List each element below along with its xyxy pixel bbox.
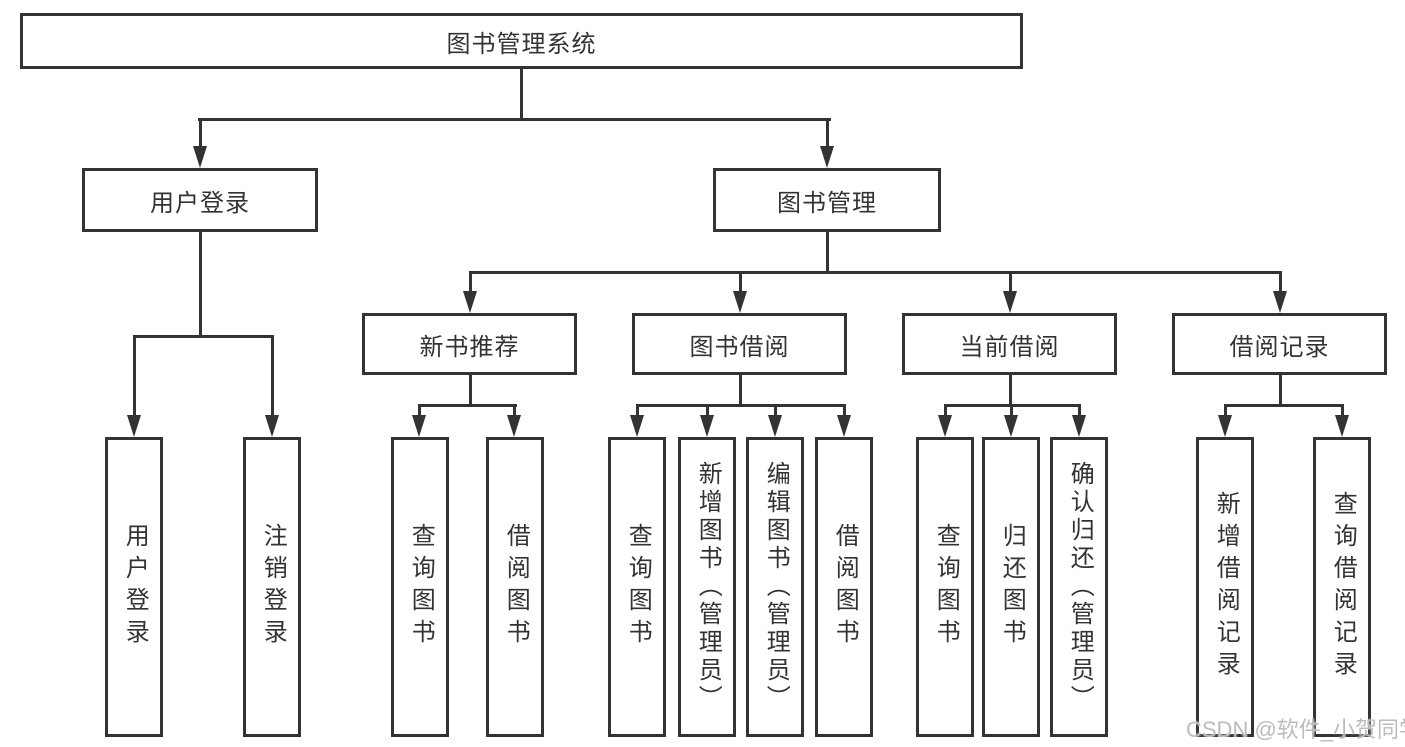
leaf-edit-book-admin: 编辑图书（管理员） <box>746 437 804 737</box>
leaf-confirm-return-admin: 确认归还（管理员） <box>1050 437 1108 737</box>
leaf-query-borrow-record: 查询借阅记录 <box>1313 437 1371 737</box>
leaf-borrow-books: 借阅图书 <box>815 437 873 737</box>
connector-borrow-records-bar <box>1224 404 1344 407</box>
connector-book-borrow-bar <box>636 404 846 407</box>
arrowhead-query-book-1-icon <box>412 415 426 437</box>
connector-drop-new-book <box>469 271 472 293</box>
leaf-query-borrow-record-label: 查询借阅记录 <box>1329 491 1357 683</box>
node-book-management: 图书管理 <box>713 168 941 232</box>
node-library-management-system: 图书管理系统 <box>20 13 1023 69</box>
arrowhead-user-login-icon <box>193 146 207 168</box>
connector-user-login-stem <box>199 232 202 338</box>
connector-level1-bar <box>198 118 831 121</box>
connector-drop-query-book-1 <box>418 404 421 418</box>
connector-drop-add-book <box>706 404 709 418</box>
arrowhead-confirm-return-icon <box>1072 415 1086 437</box>
leaf-borrow-books-new-label: 借阅图书 <box>502 523 530 651</box>
connector-drop-book-borrow <box>739 271 742 293</box>
leaf-user-login: 用户登录 <box>105 437 163 737</box>
arrowhead-book-management-icon <box>820 146 834 168</box>
arrowhead-query-book-2-icon <box>630 415 644 437</box>
csdn-watermark: CSDN @软件_小贺同学 <box>1186 717 1405 742</box>
arrowhead-leaf-logout-icon <box>265 415 279 437</box>
connector-new-book-bar <box>418 404 517 407</box>
leaf-user-login-label: 用户登录 <box>121 523 149 651</box>
connector-user-login-bar <box>133 335 274 338</box>
node-current-borrowing-label: 当前借阅 <box>959 333 1060 361</box>
connector-borrow-records-stem <box>1279 375 1282 407</box>
arrowhead-return-book-icon <box>1004 415 1018 437</box>
leaf-query-books-borrow: 查询图书 <box>608 437 666 737</box>
connector-drop-leaf-user-login <box>133 335 136 417</box>
node-new-book-recommendation-label: 新书推荐 <box>419 333 520 361</box>
arrowhead-add-book-icon <box>700 415 714 437</box>
node-borrowing-records-label: 借阅记录 <box>1229 333 1330 361</box>
connector-book-management-bar <box>469 271 1282 274</box>
connector-drop-edit-book <box>774 404 777 418</box>
leaf-edit-book-admin-label: 编辑图书（管理员） <box>762 461 790 713</box>
connector-drop-borrow-book-2 <box>843 404 846 418</box>
leaf-query-books-new-label: 查询图书 <box>407 523 435 651</box>
arrowhead-edit-book-icon <box>768 415 782 437</box>
node-book-borrowing: 图书借阅 <box>632 313 847 375</box>
arrowhead-current-borrow-icon <box>1003 291 1017 313</box>
arrowhead-leaf-user-login-icon <box>127 415 141 437</box>
connector-book-management-stem <box>826 232 829 274</box>
connector-drop-query-book-3 <box>944 404 947 418</box>
node-current-borrowing: 当前借阅 <box>902 313 1117 375</box>
connector-drop-add-record <box>1224 404 1227 418</box>
leaf-confirm-return-admin-label: 确认归还（管理员） <box>1066 461 1094 713</box>
leaf-query-books-new: 查询图书 <box>391 437 449 737</box>
arrowhead-new-book-icon <box>463 291 477 313</box>
leaf-logout: 注销登录 <box>243 437 301 737</box>
leaf-add-book-admin: 新增图书（管理员） <box>678 437 736 737</box>
node-book-management-label: 图书管理 <box>777 189 877 217</box>
arrowhead-book-borrow-icon <box>733 291 747 313</box>
node-user-login: 用户登录 <box>82 168 318 232</box>
leaf-add-book-admin-label: 新增图书（管理员） <box>694 461 722 713</box>
leaf-return-books-label: 归还图书 <box>998 523 1026 651</box>
connector-drop-return-book <box>1010 404 1013 418</box>
connector-current-borrow-stem <box>1009 375 1012 407</box>
leaf-borrow-books-label: 借阅图书 <box>831 523 859 651</box>
connector-book-borrow-stem <box>739 375 742 407</box>
arrowhead-borrow-records-icon <box>1273 291 1287 313</box>
node-library-management-system-label: 图书管理系统 <box>446 30 597 58</box>
connector-drop-confirm-return <box>1078 404 1081 418</box>
connector-drop-query-record <box>1341 404 1344 418</box>
leaf-query-books-borrow-label: 查询图书 <box>624 523 652 651</box>
leaf-add-borrow-record: 新增借阅记录 <box>1196 437 1254 737</box>
node-user-login-label: 用户登录 <box>150 189 250 217</box>
connector-drop-query-book-2 <box>636 404 639 418</box>
arrowhead-query-record-icon <box>1335 415 1349 437</box>
connector-drop-book-management <box>826 118 829 148</box>
arrowhead-add-record-icon <box>1218 415 1232 437</box>
arrowhead-query-book-3-icon <box>938 415 952 437</box>
connector-root-stem <box>520 66 523 120</box>
leaf-query-books-current: 查询图书 <box>916 437 974 737</box>
leaf-borrow-books-new: 借阅图书 <box>486 437 544 737</box>
node-book-borrowing-label: 图书借阅 <box>689 333 790 361</box>
connector-drop-borrow-records <box>1279 271 1282 293</box>
leaf-add-borrow-record-label: 新增借阅记录 <box>1212 491 1240 683</box>
node-new-book-recommendation: 新书推荐 <box>362 313 577 375</box>
connector-drop-current-borrow <box>1009 271 1012 293</box>
connector-drop-user-login <box>199 118 202 148</box>
leaf-query-books-current-label: 查询图书 <box>932 523 960 651</box>
arrowhead-borrow-book-2-icon <box>837 415 851 437</box>
node-borrowing-records: 借阅记录 <box>1172 313 1387 375</box>
connector-new-book-stem <box>469 375 472 407</box>
connector-drop-leaf-logout <box>271 335 274 417</box>
leaf-return-books: 归还图书 <box>982 437 1040 737</box>
leaf-logout-label: 注销登录 <box>259 523 287 651</box>
arrowhead-borrow-book-1-icon <box>507 415 521 437</box>
connector-drop-borrow-book-1 <box>513 404 516 418</box>
